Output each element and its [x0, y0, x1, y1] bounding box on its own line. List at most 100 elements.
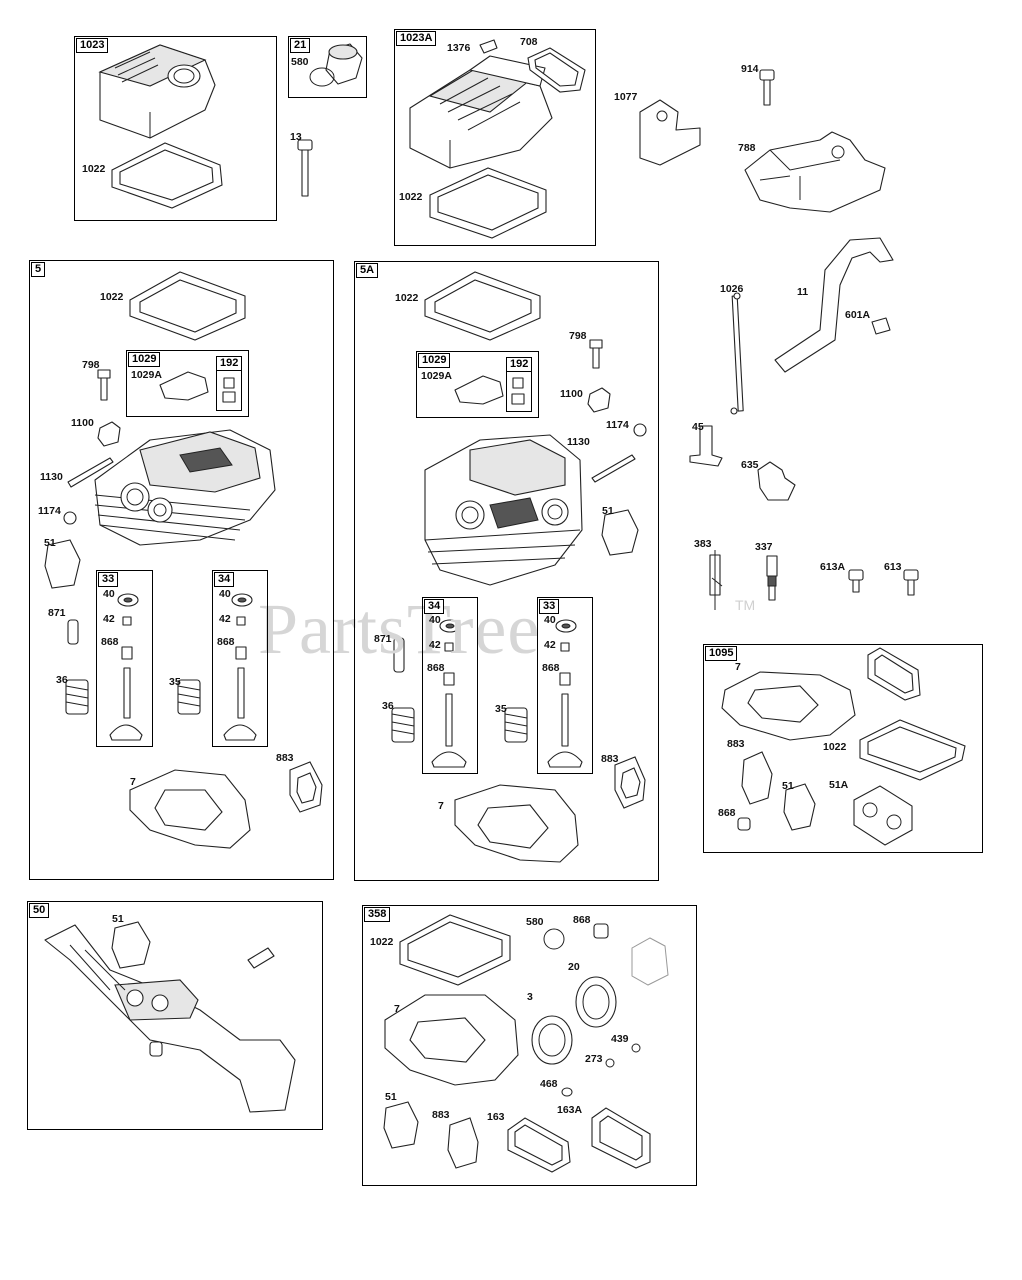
callout-36: 36 — [56, 674, 68, 686]
group-label-33-b: 33 — [539, 599, 560, 614]
valve-assembly-33-a — [109, 593, 143, 741]
group-box-34-a: 34 — [212, 570, 268, 747]
callout-1026: 1026 — [720, 283, 744, 295]
bolt-613A — [848, 569, 864, 593]
group-label-1029-a: 1029 — [128, 352, 161, 367]
gasket-51-a — [44, 539, 81, 589]
o-ring-580 — [543, 928, 565, 950]
bolt-13 — [297, 139, 313, 197]
callout-383: 383 — [694, 538, 712, 550]
gasket-1022-e — [859, 719, 966, 781]
gasket-163 — [507, 1117, 571, 1173]
bracket-1077 — [639, 99, 701, 166]
callout-883: 883 — [432, 1109, 450, 1121]
callout-868: 868 — [101, 636, 119, 648]
callout-40: 40 — [219, 588, 231, 600]
callout-613: 613 — [884, 561, 902, 573]
group-box-34-b: 34 — [422, 597, 478, 774]
valve-assembly-34-a — [223, 593, 257, 741]
callout-1174: 1174 — [38, 505, 61, 517]
head-gasket-7-b — [454, 784, 579, 863]
group-label-358: 358 — [364, 907, 391, 922]
gasket-51A — [853, 785, 913, 846]
callout-11: 11 — [797, 286, 809, 298]
callout-439: 439 — [611, 1033, 629, 1045]
group-box-33-b: 33 — [537, 597, 593, 774]
callout-871: 871 — [374, 633, 392, 645]
callout-51: 51 — [112, 913, 124, 925]
breather-tube-11 — [774, 237, 894, 373]
callout-1022: 1022 — [823, 741, 847, 753]
gasket-1022-b — [429, 167, 547, 239]
rocker-arm-1029A-a — [159, 371, 209, 401]
group-label-5: 5 — [31, 262, 46, 277]
valve-assembly-34-b — [431, 619, 467, 768]
group-label-192-b: 192 — [506, 357, 533, 372]
bolt-1376 — [479, 39, 498, 54]
group-box-192-a: 192 — [216, 356, 243, 411]
callout-868: 868 — [217, 636, 235, 648]
group-box-358: 358 — [362, 905, 697, 1186]
group-box-192-b: 192 — [506, 357, 533, 412]
fitting-50-small — [247, 947, 275, 969]
callout-337: 337 — [755, 541, 773, 553]
gasket-51-e — [383, 1101, 419, 1149]
dowel-871-a — [67, 619, 79, 645]
callout-798: 798 — [82, 359, 100, 371]
gasket-708 — [527, 47, 586, 93]
gasket-883-a — [289, 761, 323, 813]
callout-13: 13 — [290, 131, 302, 143]
gasket-51-d — [111, 921, 151, 969]
group-label-33-a: 33 — [98, 572, 119, 587]
bolt-798-b — [589, 339, 603, 369]
callout-1029A: 1029A — [421, 370, 452, 382]
callout-7: 7 — [735, 661, 741, 673]
group-box-21: 21 — [288, 36, 367, 98]
spring-36-b — [391, 707, 415, 743]
watermark-trademark: TM — [735, 597, 756, 613]
seal-20 — [575, 976, 617, 1028]
o-ring-468 — [561, 1087, 573, 1097]
callout-871: 871 — [48, 607, 66, 619]
head-gasket-7-c — [721, 671, 856, 741]
tappet-45 — [689, 425, 723, 467]
callout-868: 868 — [718, 807, 736, 819]
nut-192-b — [511, 377, 525, 405]
callout-42: 42 — [544, 639, 556, 651]
o-ring-273 — [605, 1058, 615, 1068]
callout-42: 42 — [429, 639, 441, 651]
callout-51: 51 — [385, 1091, 397, 1103]
callout-1174: 1174 — [606, 419, 629, 431]
callout-708: 708 — [520, 36, 538, 48]
gasket-1022-c — [129, 271, 246, 341]
callout-1100: 1100 — [560, 388, 583, 400]
gasket-1022-a — [111, 142, 223, 209]
callout-798: 798 — [569, 330, 587, 342]
callout-1077: 1077 — [614, 91, 638, 103]
dowel-871-b — [393, 637, 405, 673]
callout-42: 42 — [219, 613, 231, 625]
callout-883: 883 — [727, 738, 745, 750]
o-ring-439 — [631, 1043, 641, 1053]
bolt-798-a — [97, 369, 111, 401]
group-label-21: 21 — [290, 38, 311, 53]
gasket-883-d — [447, 1117, 479, 1169]
callout-788: 788 — [738, 142, 756, 154]
callout-1029A: 1029A — [131, 369, 162, 381]
gasket-358-light — [631, 937, 669, 986]
gasket-1022-d — [424, 271, 541, 341]
group-label-1023A: 1023A — [396, 31, 437, 46]
callout-1130: 1130 — [567, 436, 590, 448]
callout-35: 35 — [169, 676, 181, 688]
callout-36: 36 — [382, 700, 394, 712]
gasket-1095-top — [867, 647, 921, 701]
fitting-635 — [757, 461, 796, 501]
guide-plate-1100-a — [97, 421, 121, 447]
gasket-883-c — [741, 751, 773, 805]
callout-1022: 1022 — [370, 936, 394, 948]
gasket-51-b — [601, 509, 639, 556]
callout-40: 40 — [544, 614, 556, 626]
callout-613A: 613A — [820, 561, 846, 573]
spark-plug-337 — [766, 555, 778, 601]
